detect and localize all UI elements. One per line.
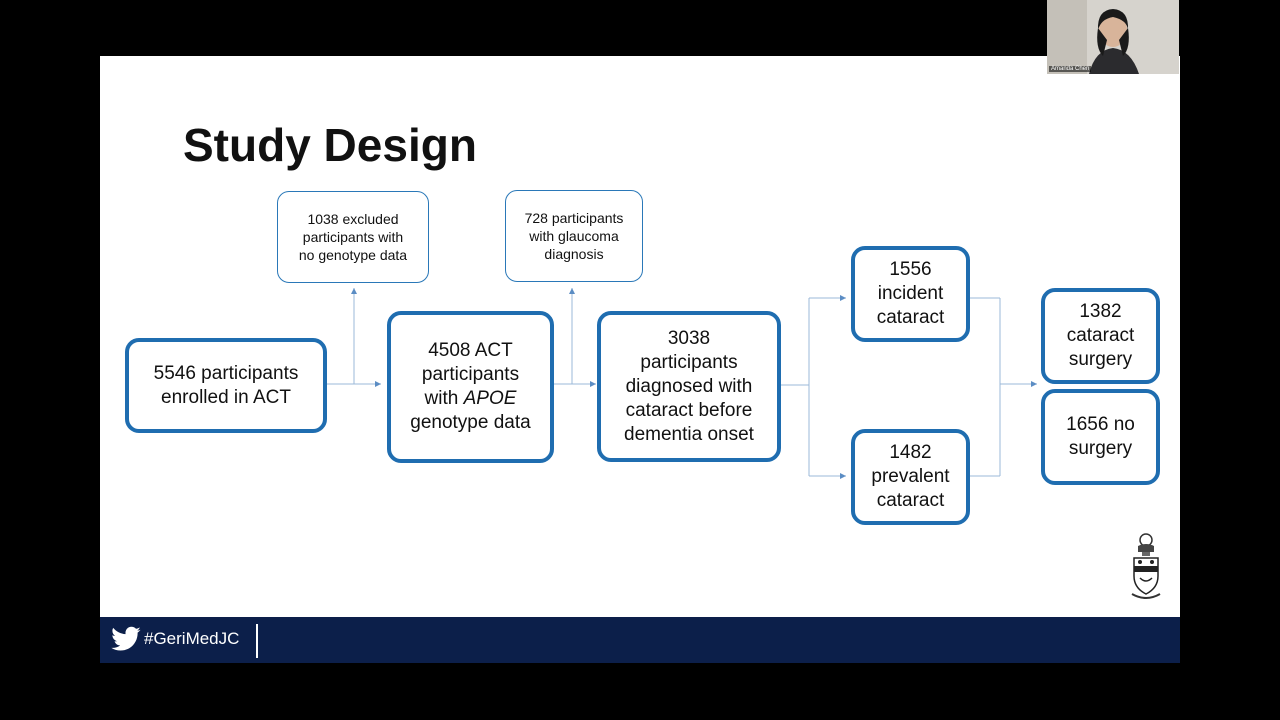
diagnosed-box: 3038 participants diagnosed with catarac… (597, 311, 781, 462)
twitter-bird-icon[interactable] (110, 626, 142, 654)
act-box-text-2: genotype data (410, 412, 531, 433)
participant-name-label: Amanda Chen (1049, 66, 1092, 72)
presentation-slide: Study Design 554 (100, 56, 1180, 663)
participant-video (1047, 0, 1179, 74)
glaucoma-box: 728 participants with glaucoma diagnosis (505, 190, 643, 282)
apoe-italic: APOE (463, 388, 517, 409)
flow-arrows (327, 288, 1037, 479)
incident-cataract-box: 1556 incident cataract (851, 246, 970, 342)
slide-footer: #GeriMedJC (100, 617, 1180, 663)
footer-divider (256, 624, 258, 658)
no-surgery-box: 1656 no surgery (1041, 389, 1160, 485)
slide-title: Study Design (183, 119, 477, 171)
act-apoe-box: 4508 ACT participants with APOE genotype … (387, 311, 554, 463)
act-box-text: 4508 ACT participants with (421, 340, 520, 409)
webcam-thumbnail[interactable]: Amanda Chen (1047, 0, 1179, 74)
university-crest-icon (1131, 533, 1161, 599)
hashtag-label: #GeriMedJC (144, 629, 240, 648)
cataract-surgery-box: 1382 cataract surgery (1041, 288, 1160, 384)
excluded-box: 1038 excluded participants with no genot… (277, 191, 429, 283)
prevalent-cataract-box: 1482 prevalent cataract (851, 429, 970, 525)
enrolled-box: 5546 participants enrolled in ACT (125, 338, 327, 433)
